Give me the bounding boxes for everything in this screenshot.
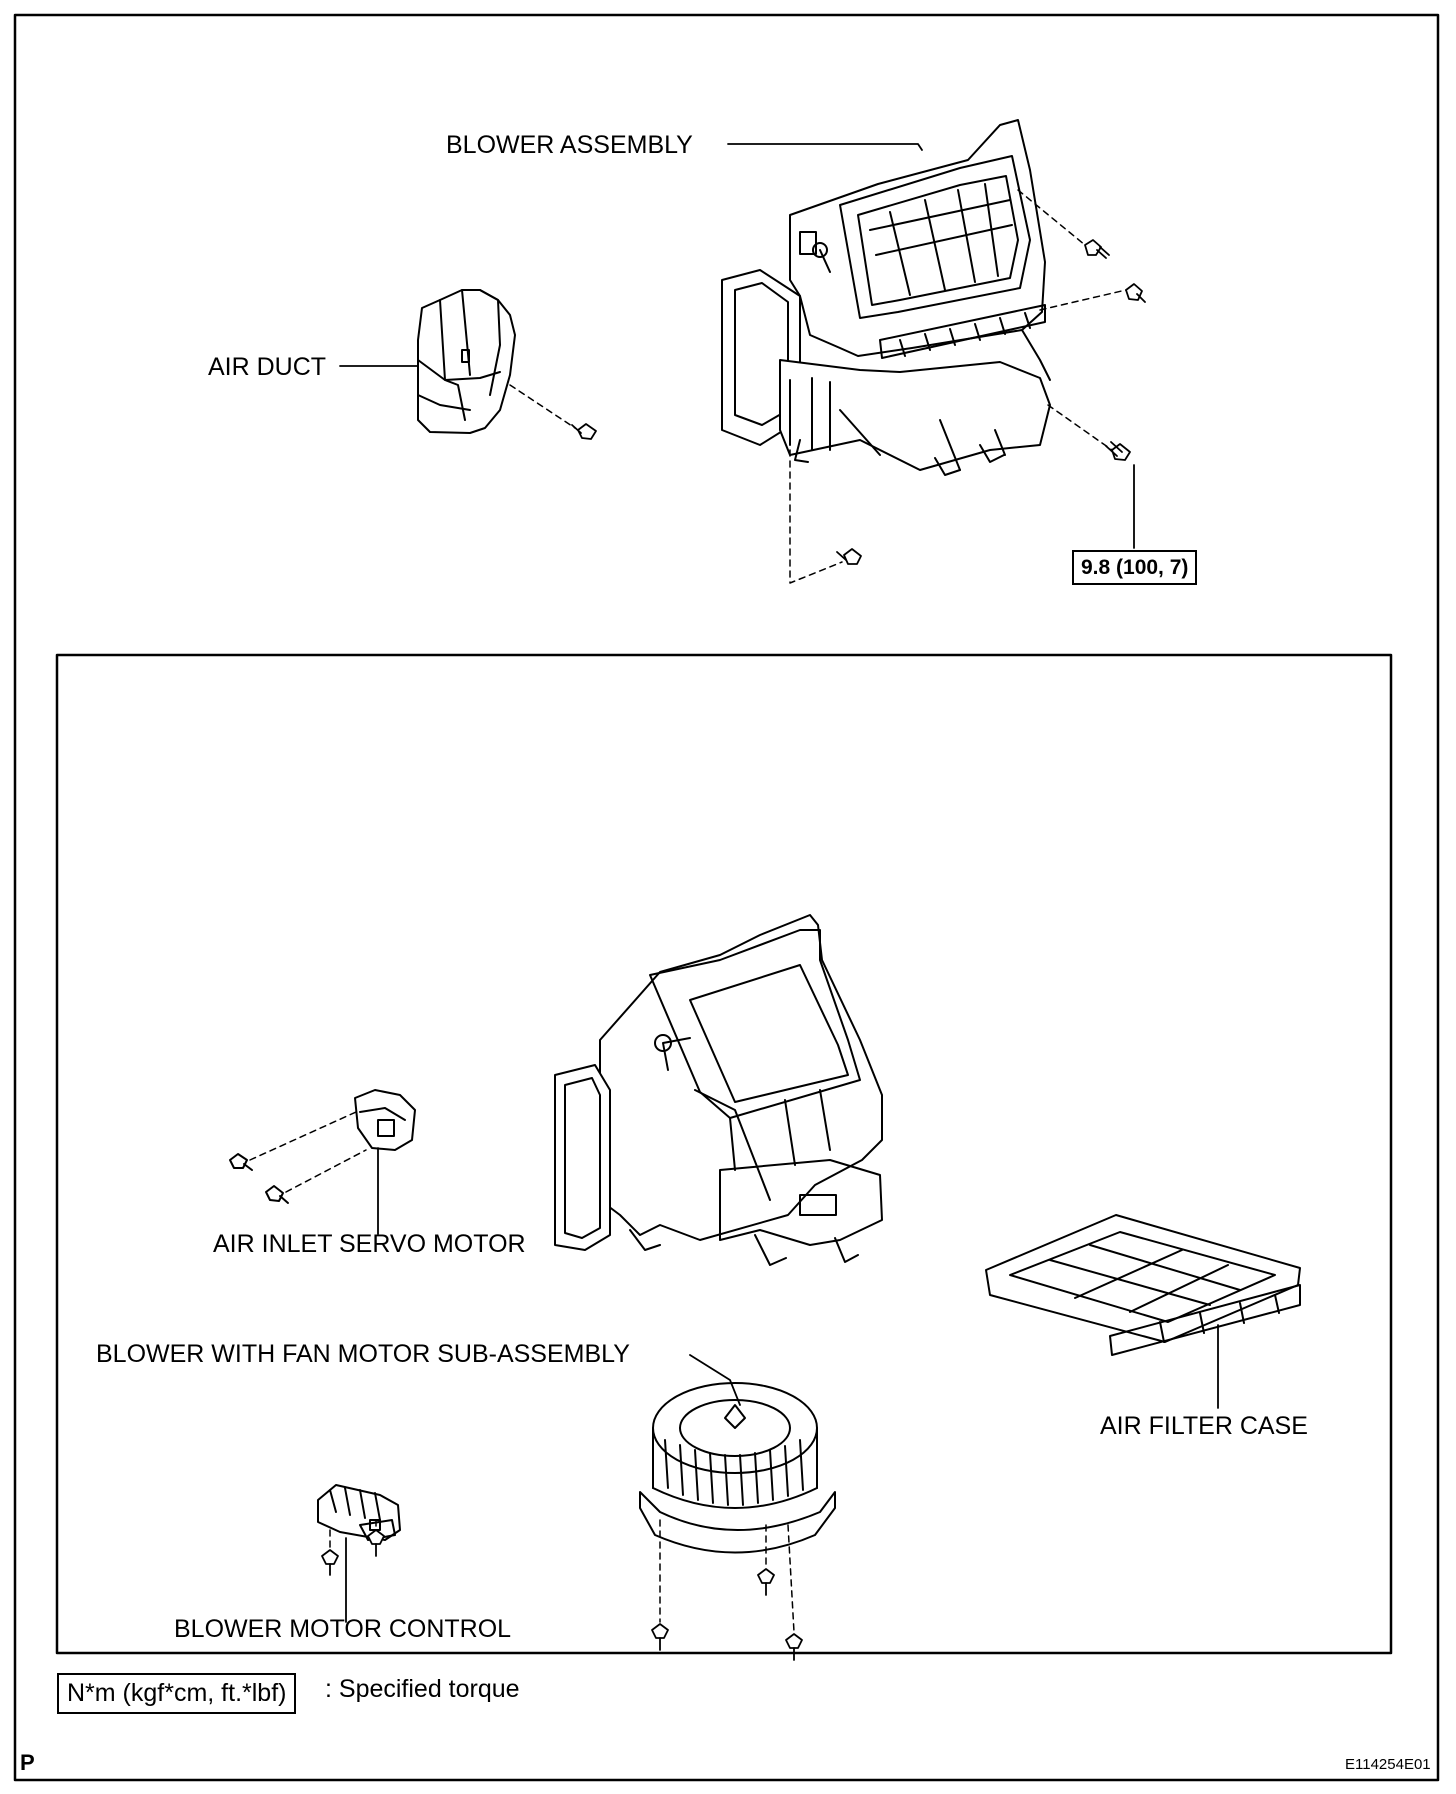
blower-housing-drawing — [554, 914, 883, 1266]
label-blower-fan-motor: BLOWER WITH FAN MOTOR SUB-ASSEMBLY — [96, 1340, 630, 1368]
air-duct-drawing — [417, 289, 516, 434]
label-air-inlet-servo-motor: AIR INLET SERVO MOTOR — [213, 1230, 526, 1258]
label-blower-motor-control: BLOWER MOTOR CONTROL — [174, 1615, 512, 1643]
dashed-screw-paths — [509, 189, 1127, 584]
control-dashed — [329, 1519, 377, 1549]
corner-letter: P — [20, 1750, 35, 1775]
inner-frame — [55, 653, 1393, 1655]
fan-leader — [689, 1354, 741, 1406]
screws-top — [571, 239, 1146, 565]
leader-lines-top — [339, 143, 1135, 549]
legend-description: : Specified torque — [325, 1675, 520, 1703]
servo-dashed — [249, 1111, 367, 1193]
page-frame — [13, 13, 1440, 1782]
label-air-filter-case: AIR FILTER CASE — [1100, 1412, 1308, 1440]
fan-screws — [651, 1568, 803, 1661]
control-screws — [321, 1529, 385, 1576]
blower-fan-drawing — [639, 1382, 836, 1554]
air-filter-case-drawing — [985, 1214, 1301, 1356]
fan-dashed — [659, 1519, 795, 1633]
figure-id: E114254E01 — [1345, 1756, 1431, 1773]
legend-unit-box: N*m (kgf*cm, ft.*lbf) — [57, 1673, 297, 1714]
servo-motor-drawing — [229, 1089, 416, 1204]
blower-assembly-drawing — [721, 119, 1051, 476]
label-air-duct: AIR DUCT — [208, 353, 327, 381]
torque-spec-box: 9.8 (100, 7) — [1072, 550, 1198, 585]
label-blower-assembly: BLOWER ASSEMBLY — [446, 131, 693, 159]
